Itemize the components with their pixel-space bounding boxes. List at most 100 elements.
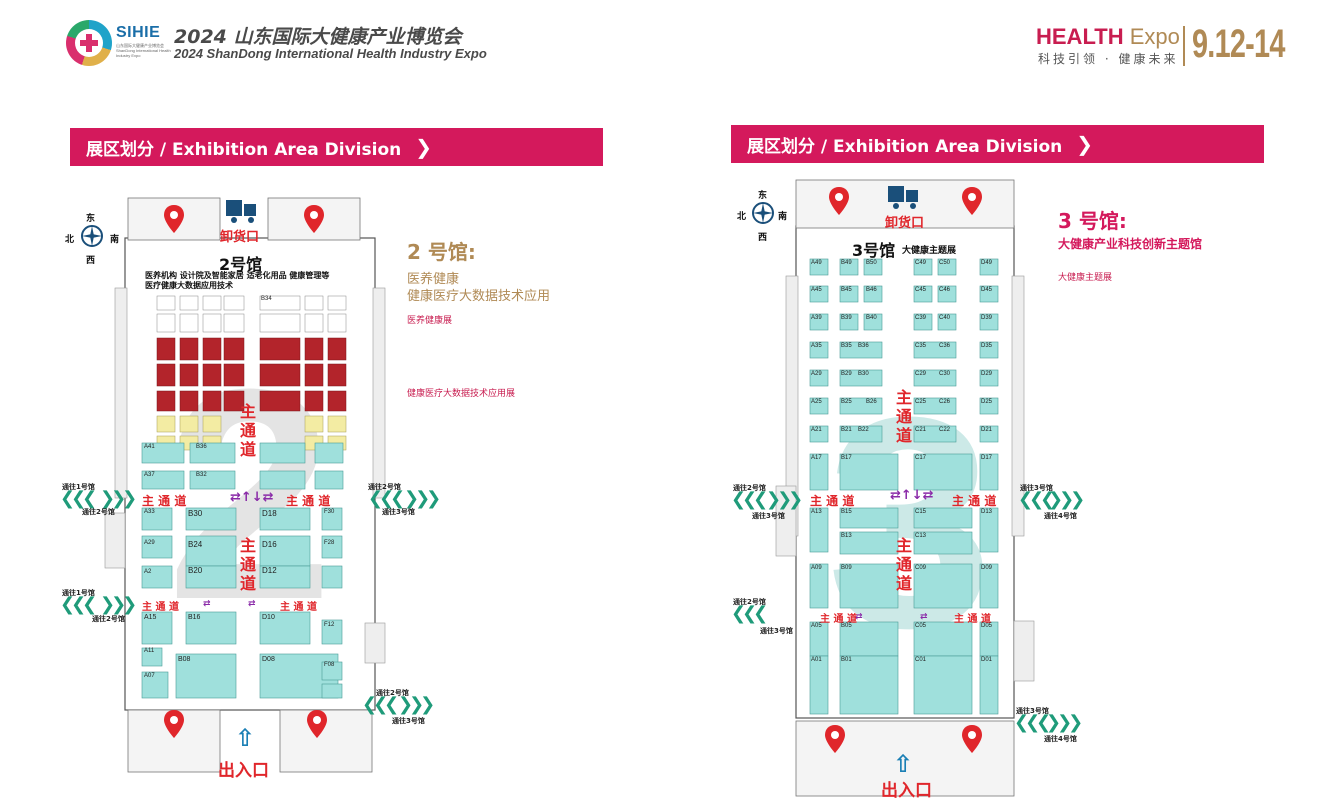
booth-label: D18	[262, 509, 277, 518]
booth-label: D39	[981, 315, 993, 321]
booth-label: C05	[915, 623, 927, 629]
booth-label: A37	[144, 472, 155, 478]
svg-text:⇧: ⇧	[235, 724, 255, 752]
booth-label: D16	[262, 540, 277, 549]
hall2-category-line: 医养机构 设计院及智能家居 适老化用品 健康管理等	[145, 271, 330, 280]
goto-label: 通往1号馆	[62, 589, 95, 597]
aisle-char: 通	[239, 555, 256, 574]
compass-west: 西	[86, 256, 96, 266]
booth-label: A35	[811, 343, 822, 349]
goto-label: 通往1号馆	[62, 483, 95, 491]
goto-label: 通往3号馆	[760, 627, 793, 635]
booth-label: B21	[841, 427, 852, 433]
map-pin-icon	[304, 205, 324, 233]
hall2-tag: 健康医疗大数据技术应用展	[407, 389, 516, 399]
banner-hall3: 展区划分 / Exhibition Area Division ❯	[731, 125, 1264, 163]
booth-label: D25	[981, 399, 993, 405]
booth-label: B09	[841, 565, 852, 571]
right-arrows-icon: ❯❯❯	[1048, 489, 1085, 510]
booth-label: A33	[144, 509, 155, 515]
booth-label: C25	[915, 399, 927, 405]
booth-label: A41	[144, 444, 155, 450]
map-pin-icon	[307, 710, 327, 738]
compass-east: 东	[86, 214, 96, 224]
hall2-desc-line: 健康医疗大数据技术应用	[407, 289, 551, 304]
svg-text:⇧: ⇧	[893, 750, 913, 778]
expo-title-en: 2024 ShanDong International Health Indus…	[174, 46, 487, 61]
health-expo-brand: HEALTH Expo	[1036, 24, 1180, 50]
main-aisle-vertical: 主 通 道	[895, 536, 913, 593]
medical-cross-icon	[80, 34, 98, 52]
hall3-desc-line: 大健康产业科技创新主题馆	[1058, 237, 1203, 251]
compass-south: 南	[778, 212, 788, 222]
aisle-char: 道	[239, 574, 256, 593]
left-arrows-icon: ❮❮❮	[731, 603, 768, 624]
svg-text:⇄↑↓⇄: ⇄↑↓⇄	[890, 488, 934, 503]
hall3-title: 3号馆	[852, 241, 896, 260]
booth-label: D49	[981, 260, 993, 266]
hall2-category-line: 医疗健康大数据应用技术	[145, 281, 233, 290]
brand-health: HEALTH	[1036, 24, 1124, 49]
right-arrows-icon: ❯❯❯	[404, 488, 441, 509]
aisle-char: 道	[239, 440, 256, 459]
booth-label: A15	[144, 614, 157, 621]
goto-label: 通往3号馆	[382, 508, 415, 516]
booth-label: A45	[811, 287, 822, 293]
booth-label: B17	[841, 455, 852, 461]
booth-label: C29	[915, 371, 927, 377]
aisle-char: 通	[895, 407, 912, 426]
goto-label: 通往3号馆	[1016, 707, 1049, 715]
right-arrows-icon: ❯❯❯	[100, 488, 137, 509]
left-arrows-icon: ❮❮❮	[368, 488, 405, 509]
hall3-subtitle: 大健康主题展	[902, 246, 957, 256]
booth-label: C40	[939, 315, 951, 321]
brand-expo: Expo	[1123, 24, 1180, 49]
main-aisle-label: 主 通 道	[280, 602, 317, 613]
booth-label: C26	[939, 399, 951, 405]
hall3-desc-title: 3 号馆:	[1058, 209, 1127, 233]
booth-label: B29	[841, 371, 852, 377]
booth-label: A39	[811, 315, 822, 321]
booth-label: B34	[261, 296, 272, 302]
booth-label: A2	[144, 569, 152, 575]
booth-label: D17	[981, 455, 993, 461]
main-aisle-label: 主 通 道	[142, 494, 187, 508]
booth-label: B24	[188, 540, 203, 549]
main-aisle-label: 主 通 道	[952, 494, 997, 508]
booth-label: B15	[841, 509, 852, 515]
main-aisle-vertical: 主 通 道	[239, 536, 257, 593]
booth-label: D13	[981, 509, 993, 515]
aisle-char: 主	[895, 536, 912, 555]
goto-label: 通往3号馆	[392, 717, 425, 725]
booth-label: B39	[841, 315, 852, 321]
booth-label: B30	[188, 509, 203, 518]
booth-label: C49	[915, 260, 927, 266]
entrance-label: 出入口	[218, 761, 269, 781]
booth-label: B13	[841, 533, 852, 539]
compass-icon	[752, 202, 774, 224]
unload-label: 卸货口	[220, 230, 260, 245]
booth-label: C46	[939, 287, 951, 293]
banner-label: 展区划分 / Exhibition Area Division	[86, 139, 402, 160]
booth-label: B01	[841, 657, 852, 663]
booth-label: A25	[811, 399, 822, 405]
goto-label: 通往2号馆	[92, 615, 125, 623]
aisle-char: 道	[895, 426, 912, 445]
main-aisle-label: 主 通 道	[286, 494, 331, 508]
hall2-tag: 医养健康展	[407, 316, 453, 326]
map-pin-icon	[962, 187, 982, 215]
left-arrows-icon: ❮❮❮	[1014, 712, 1051, 733]
booth-label: C09	[915, 565, 927, 571]
compass-icon	[81, 225, 103, 247]
booth-label: B36	[196, 444, 207, 450]
compass-south: 南	[110, 235, 120, 245]
booth-label: B50	[866, 260, 877, 266]
hall2-title: 2号馆	[219, 255, 263, 274]
main-aisle-label: 主 通 道	[820, 614, 857, 625]
map-pin-icon	[829, 187, 849, 215]
aisle-char: 主	[239, 536, 256, 555]
booth-label: B36	[858, 343, 869, 349]
forklift-icon	[888, 186, 918, 209]
banner-label: 展区划分 / Exhibition Area Division	[747, 136, 1063, 157]
hall2-floorplan: 2	[60, 188, 440, 803]
